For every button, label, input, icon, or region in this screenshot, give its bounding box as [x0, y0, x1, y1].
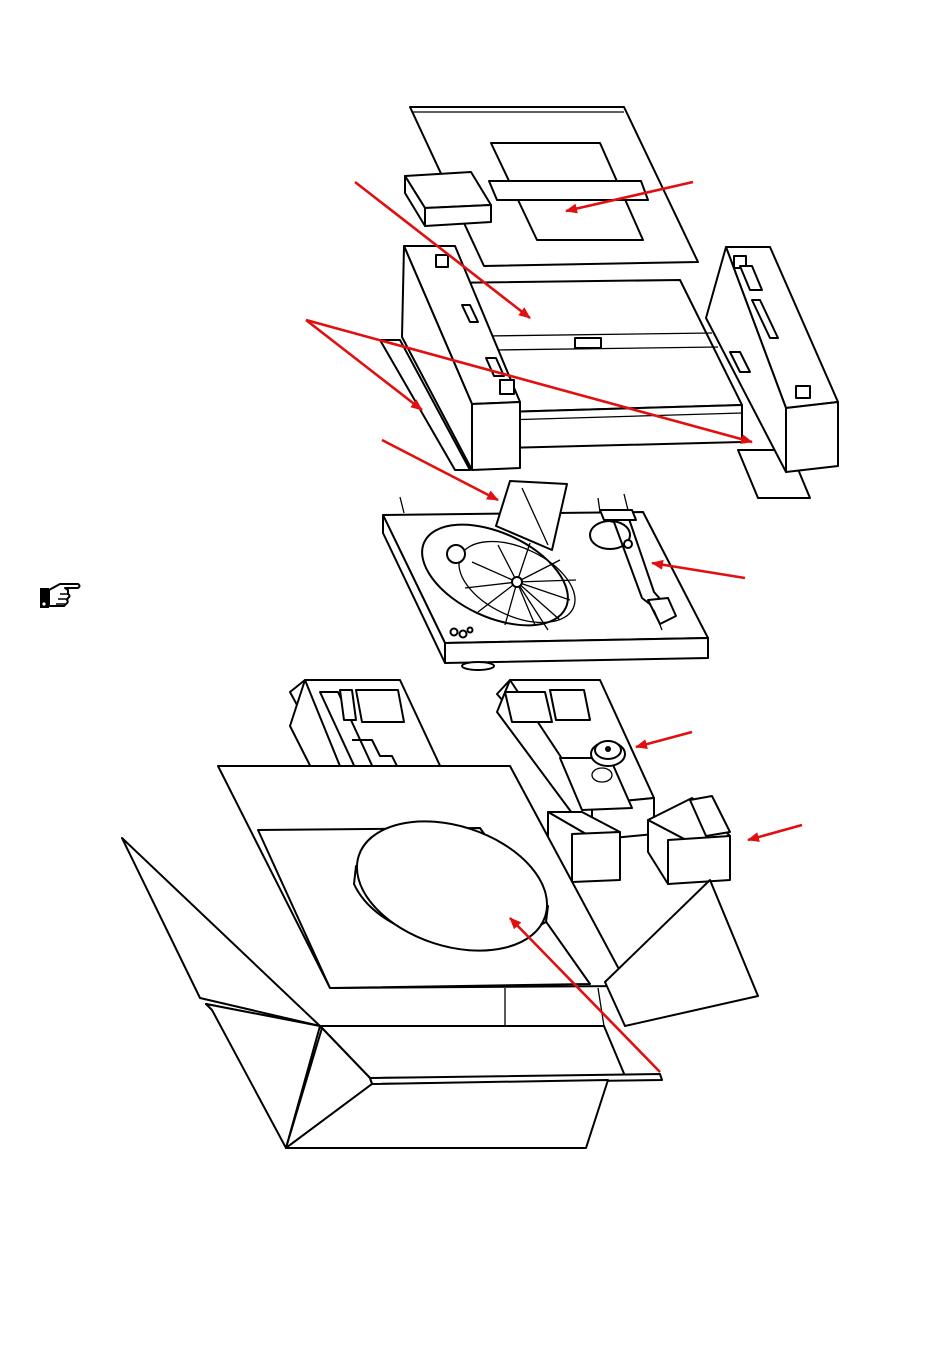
arrow-counterweight-box — [748, 825, 802, 840]
side-foam-left — [380, 246, 520, 470]
arrow-pulley — [636, 732, 692, 747]
counterweight-box — [648, 796, 730, 884]
pulley — [591, 741, 625, 766]
pointing-hand-icon — [38, 578, 82, 614]
